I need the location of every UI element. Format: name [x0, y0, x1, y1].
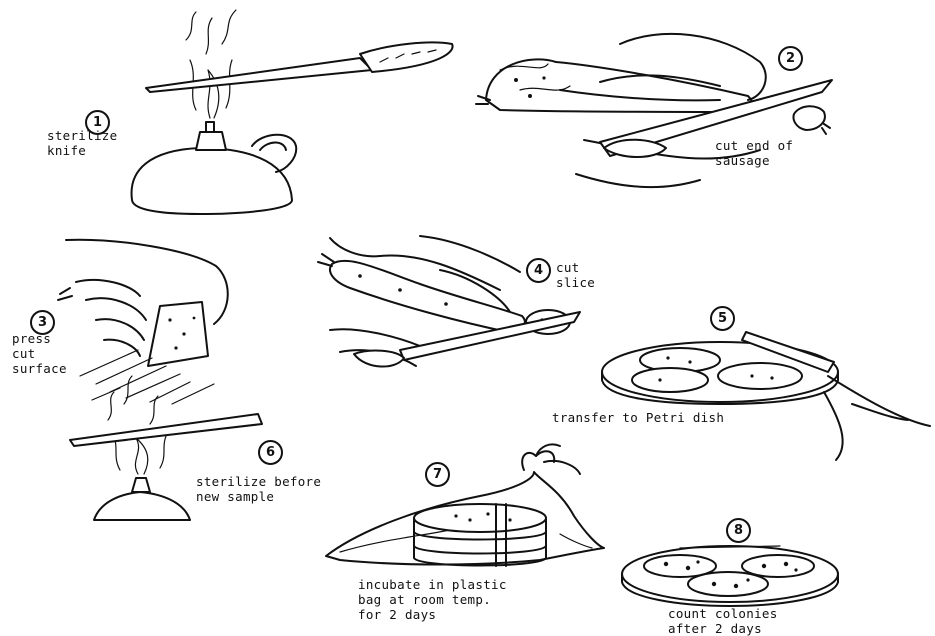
step-4-caption: cut slice: [556, 260, 595, 290]
step1-kettle-illustration: [132, 122, 297, 214]
step-3-caption: press cut surface: [12, 331, 67, 376]
step3-hand-illustration: [58, 240, 228, 366]
step-8-caption: count colonies after 2 days: [668, 606, 778, 636]
step2-sausage-illustration: [476, 59, 752, 112]
step-2-caption: cut end of sausage: [715, 138, 793, 168]
step1-flame-illustration: [186, 10, 236, 118]
step-5-number: 5: [710, 306, 735, 331]
step-7-caption: incubate in plastic bag at room temp. fo…: [358, 577, 507, 622]
step7-bag-tie-illustration: [522, 444, 580, 474]
step6-knife-illustration: [70, 414, 262, 446]
step-6-number: 6: [258, 440, 283, 465]
step4-sausage-illustration: [318, 254, 525, 332]
step-7-number: 7: [425, 462, 450, 487]
step-6-caption: sterilize before new sample: [196, 474, 321, 504]
step-8-number: 8: [726, 518, 751, 543]
step-5-caption: transfer to Petri dish: [552, 410, 724, 425]
step6-flame-illustration: [108, 376, 168, 474]
step6-burner-illustration: [94, 478, 190, 520]
step-1-caption: sterilize knife: [47, 128, 117, 158]
step7-stacked-dishes-illustration: [414, 504, 546, 566]
step-4-number: 4: [526, 258, 551, 283]
step-2-number: 2: [778, 46, 803, 71]
step8-petri-dish-illustration: [622, 546, 838, 606]
